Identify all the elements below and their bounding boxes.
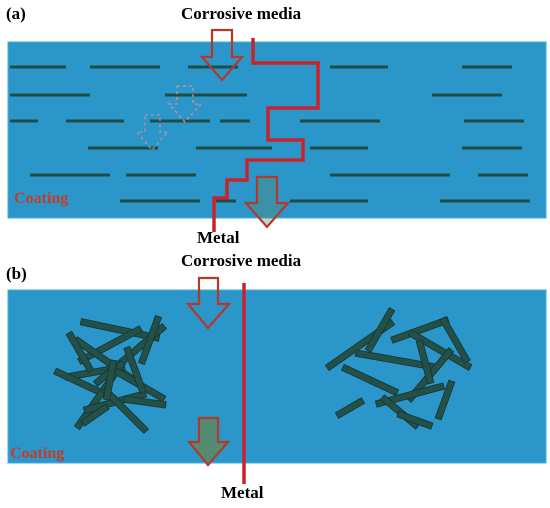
corrosive-media-label-b: Corrosive media xyxy=(181,251,302,270)
flake xyxy=(310,146,368,150)
flake xyxy=(88,146,158,150)
flake xyxy=(432,93,502,97)
coating-label-b: Coating xyxy=(10,445,64,462)
flake xyxy=(188,65,238,69)
arrow-down-icon-b-bottom xyxy=(186,416,231,467)
flakes-a xyxy=(10,65,530,203)
arrow-down-icon-b-top xyxy=(185,276,232,330)
flake xyxy=(10,119,38,123)
flake xyxy=(126,173,196,177)
flake xyxy=(150,119,210,123)
flake xyxy=(10,65,66,69)
flake xyxy=(440,199,530,203)
flake xyxy=(123,345,147,395)
flake xyxy=(66,119,124,123)
panel-a: (a) Corrosive media Metal Coating xyxy=(6,4,547,247)
flake xyxy=(478,173,528,177)
flake xyxy=(196,146,272,150)
diffusion-path-a xyxy=(212,38,320,232)
metal-label-b: Metal xyxy=(221,483,264,502)
metal-label-a: Metal xyxy=(197,228,240,247)
flake xyxy=(102,359,118,401)
coating-layer-b xyxy=(7,289,547,464)
arrow-down-icon-a-bottom xyxy=(243,175,291,229)
flake xyxy=(415,339,435,385)
flake xyxy=(79,318,161,342)
flake xyxy=(137,314,163,366)
flake xyxy=(330,65,388,69)
flake xyxy=(396,410,434,430)
flake xyxy=(290,199,368,203)
flake xyxy=(462,146,522,150)
flake xyxy=(374,382,446,408)
arrow-down-icon-a-top xyxy=(199,28,245,82)
flake xyxy=(80,403,110,427)
flake xyxy=(390,316,450,344)
flake xyxy=(120,199,200,203)
flake xyxy=(220,119,250,123)
flake xyxy=(216,199,236,203)
flake xyxy=(123,395,167,409)
panel-label-b: (b) xyxy=(6,264,27,283)
flake xyxy=(434,379,456,421)
flake xyxy=(100,385,150,435)
flake xyxy=(30,173,110,177)
arrow-down-icon-a-faded-1 xyxy=(167,85,203,124)
corrosive-media-label-a: Corrosive media xyxy=(181,4,302,23)
coating-label-a: Coating xyxy=(14,190,68,207)
flake xyxy=(330,173,450,177)
flake xyxy=(165,93,247,97)
flake xyxy=(439,316,471,364)
flake xyxy=(90,65,160,69)
flake xyxy=(462,65,512,69)
flake xyxy=(464,119,524,123)
flake xyxy=(334,397,366,419)
flake xyxy=(340,363,400,397)
flake xyxy=(10,93,90,97)
panel-b: (b) Corrosive media Metal Coating xyxy=(6,251,547,502)
flake xyxy=(300,119,380,123)
flake xyxy=(65,330,95,374)
flakes-b xyxy=(53,307,473,435)
flake xyxy=(407,329,473,371)
panel-label-a: (a) xyxy=(6,4,26,23)
flake xyxy=(364,307,396,353)
